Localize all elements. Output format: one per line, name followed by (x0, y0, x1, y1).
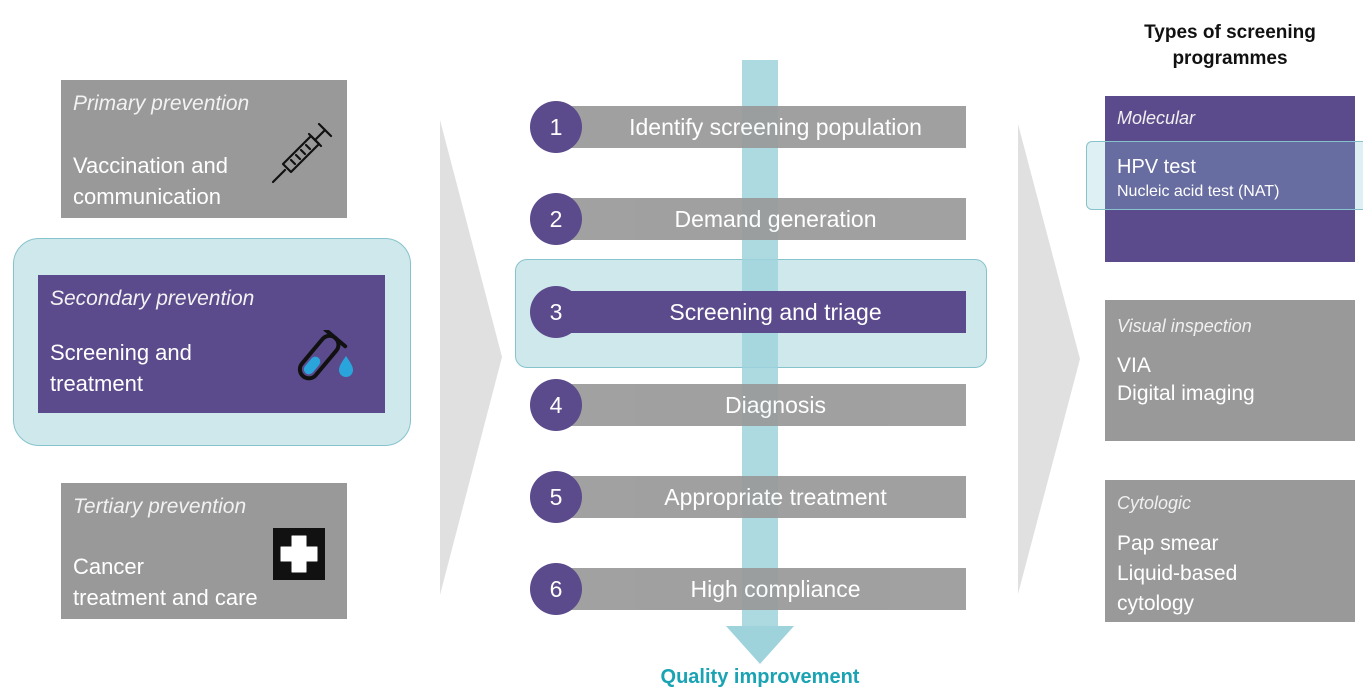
secondary-prevention-box: Secondary prevention Screening and treat… (38, 275, 385, 413)
right-chevron-arrow (1018, 124, 1080, 594)
step-5-label: Appropriate treatment (664, 484, 887, 510)
medical-cross-icon (273, 528, 325, 580)
step-6-label: High compliance (690, 576, 861, 602)
visual-inspection-line2: Digital imaging (1117, 382, 1255, 405)
types-heading-line2: programmes (1172, 48, 1288, 69)
step-1-bar: Identify screening population (555, 106, 966, 148)
types-heading: Types of screening programmes (1105, 20, 1355, 72)
step-4-number: 4 (530, 379, 582, 431)
step-6-number: 6 (530, 563, 582, 615)
secondary-prevention-line1: Screening and (50, 340, 192, 365)
secondary-prevention-title: Secondary prevention (50, 287, 255, 310)
tertiary-prevention-title: Tertiary prevention (73, 495, 247, 518)
step-2-bar: Demand generation (555, 198, 966, 240)
tertiary-prevention-line1: Cancer (73, 554, 144, 579)
step-3-label: Screening and triage (669, 299, 882, 325)
quality-improvement-label: Quality improvement (660, 666, 860, 688)
step-4-bar: Diagnosis (555, 384, 966, 426)
primary-prevention-title: Primary prevention (73, 92, 250, 115)
primary-prevention-line2: communication (73, 184, 221, 209)
visual-inspection-title: Visual inspection (1117, 316, 1252, 336)
cytologic-line2: Liquid-based (1117, 562, 1238, 585)
molecular-line2: Nucleic acid test (NAT) (1117, 183, 1280, 200)
step-6-bar: High compliance (555, 568, 966, 610)
syringe-icon (271, 122, 333, 184)
test-tube-icon (297, 330, 353, 381)
types-heading-line1: Types of screening (1144, 22, 1316, 43)
molecular-line1: HPV test (1117, 156, 1196, 178)
step-3-bar: Screening and triage (555, 291, 966, 333)
step-3-number: 3 (530, 286, 582, 338)
molecular-title: Molecular (1117, 108, 1196, 128)
left-chevron-arrow (440, 120, 502, 595)
tertiary-prevention-line2: treatment and care (73, 585, 258, 610)
step-5-number: 5 (530, 471, 582, 523)
cytologic-line3: cytology (1117, 592, 1195, 615)
quality-improvement-arrow (726, 60, 794, 664)
visual-inspection-line1: VIA (1117, 354, 1151, 377)
step-4-label: Diagnosis (725, 392, 826, 418)
step-2-number: 2 (530, 193, 582, 245)
molecular-box: Molecular (1105, 96, 1355, 262)
primary-prevention-box: Primary prevention Vaccination and commu… (61, 80, 347, 218)
step-1-label: Identify screening population (629, 114, 922, 140)
cytologic-line1: Pap smear (1117, 532, 1219, 555)
molecular-highlight (1086, 141, 1363, 210)
step-5-bar: Appropriate treatment (555, 476, 966, 518)
cytologic-title: Cytologic (1117, 493, 1192, 513)
step-1-number: 1 (530, 101, 582, 153)
step-2-label: Demand generation (674, 206, 877, 232)
primary-prevention-line1: Vaccination and (73, 153, 228, 178)
cytologic-box: Cytologic Pap smear Liquid-based cytolog… (1105, 480, 1355, 622)
secondary-prevention-line2: treatment (50, 371, 143, 396)
tertiary-prevention-box: Tertiary prevention Cancer treatment and… (61, 483, 347, 619)
visual-inspection-box: Visual inspection VIA Digital imaging (1105, 300, 1355, 441)
